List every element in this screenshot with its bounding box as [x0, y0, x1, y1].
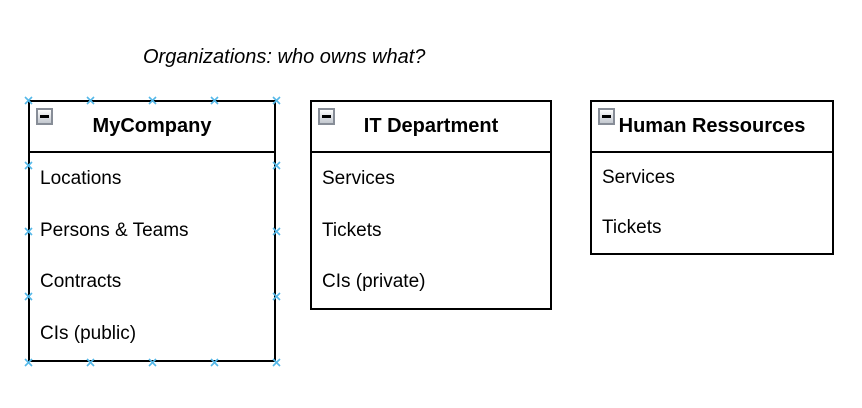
- selection-handle[interactable]: [209, 357, 219, 367]
- entity-item: Services: [322, 167, 395, 189]
- selection-handle[interactable]: [147, 95, 157, 105]
- collapse-button[interactable]: [36, 108, 53, 125]
- selection-handle[interactable]: [23, 292, 33, 301]
- selection-handle[interactable]: [85, 357, 95, 367]
- handle-x-icon: [271, 292, 281, 301]
- handle-x-icon: [271, 357, 281, 367]
- handle-x-icon: [271, 226, 281, 236]
- entity-item: Tickets: [322, 219, 382, 241]
- handle-x-icon: [23, 95, 33, 105]
- handle-x-icon: [23, 161, 33, 170]
- handle-x-icon: [209, 357, 219, 367]
- entity-human-ressources[interactable]: Human Ressources Services Tickets: [590, 100, 834, 255]
- handle-x-icon: [147, 95, 157, 105]
- selection-handle[interactable]: [23, 357, 33, 367]
- entity-title: MyCompany: [92, 115, 212, 137]
- selection-handle[interactable]: [23, 95, 33, 105]
- handle-x-icon: [271, 95, 281, 105]
- collapse-button[interactable]: [318, 108, 335, 125]
- selection-handle[interactable]: [209, 95, 219, 105]
- handle-x-icon: [23, 357, 33, 367]
- entity-title: IT Department: [363, 115, 499, 137]
- selection-handle[interactable]: [271, 357, 281, 367]
- minus-icon: [40, 115, 49, 118]
- handle-x-icon: [85, 95, 95, 105]
- entity-title: Human Ressources: [618, 115, 806, 137]
- handle-x-icon: [147, 357, 157, 367]
- entity-mycompany[interactable]: MyCompany Locations Persons & Teams Cont…: [23, 95, 281, 367]
- minus-icon: [322, 115, 331, 118]
- entity-item: Contracts: [40, 271, 122, 293]
- entity-item: Persons & Teams: [40, 219, 189, 241]
- entity-item: CIs (public): [40, 323, 137, 345]
- entity-item: CIs (private): [322, 271, 426, 293]
- diagram-title[interactable]: Organizations: who owns what?: [143, 46, 426, 68]
- entity-item: Services: [602, 167, 675, 188]
- selection-handle[interactable]: [85, 95, 95, 105]
- handle-x-icon: [23, 292, 33, 301]
- collapse-button[interactable]: [598, 108, 615, 125]
- selection-handle[interactable]: [271, 226, 281, 236]
- entity-header: IT Department: [312, 102, 550, 153]
- selection-handle[interactable]: [147, 357, 157, 367]
- entity-item: Locations: [40, 167, 122, 189]
- selection-handle[interactable]: [23, 161, 33, 170]
- entity-header: Human Ressources: [592, 102, 832, 153]
- entity-header: MyCompany: [30, 102, 274, 153]
- handle-x-icon: [23, 226, 33, 236]
- minus-icon: [602, 115, 611, 118]
- entity-item: Tickets: [602, 217, 662, 238]
- selection-handle[interactable]: [271, 161, 281, 170]
- handle-x-icon: [271, 161, 281, 170]
- selection-handle[interactable]: [271, 95, 281, 105]
- selection-handle[interactable]: [271, 292, 281, 301]
- handle-x-icon: [209, 95, 219, 105]
- selection-handle[interactable]: [23, 226, 33, 236]
- entity-it-department[interactable]: IT Department Services Tickets CIs (priv…: [310, 100, 552, 310]
- handle-x-icon: [85, 357, 95, 367]
